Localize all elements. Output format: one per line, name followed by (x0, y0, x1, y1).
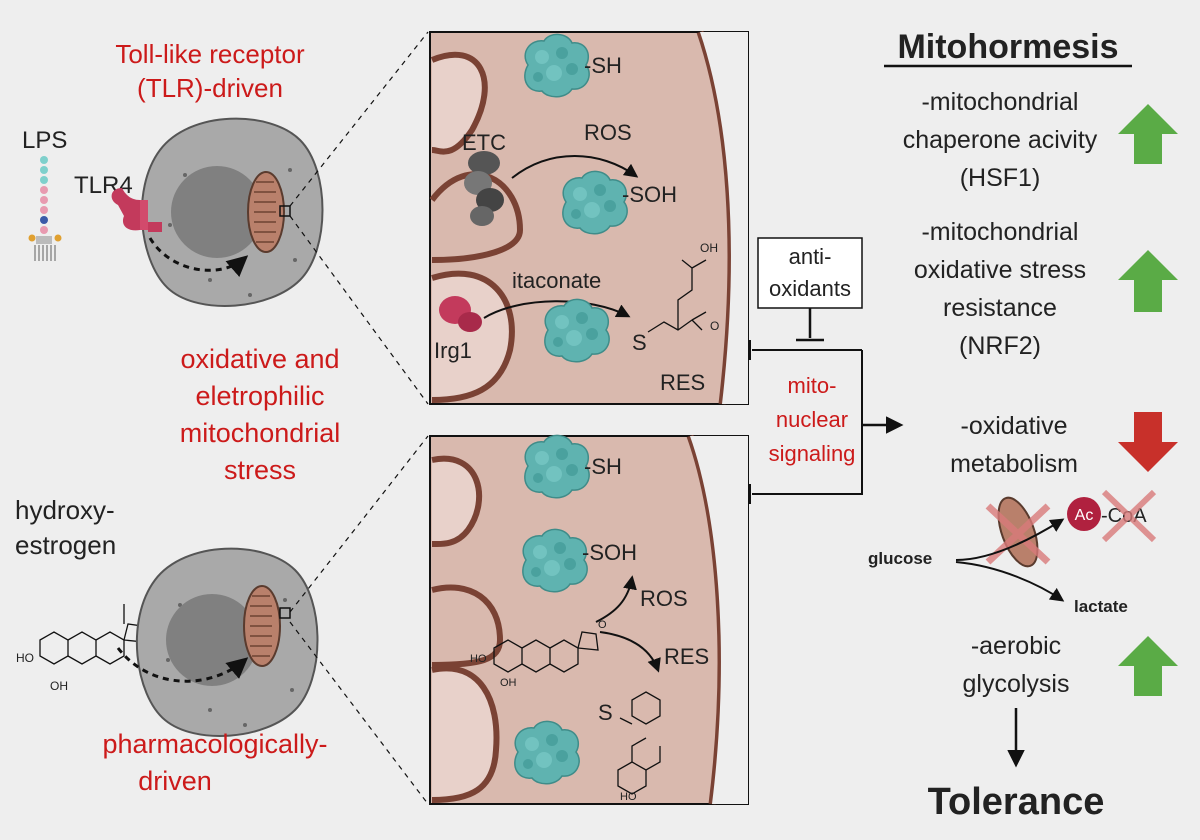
top-soh: -SOH (622, 182, 677, 207)
lps-icon (28, 156, 62, 261)
mitochondrion-icon (243, 585, 281, 667)
top-oh: OH (700, 241, 718, 255)
bottom-soh: -SOH (582, 540, 637, 565)
item2-line3: resistance (943, 294, 1057, 322)
item2-line1: -mitochondrial (921, 218, 1078, 246)
estrogen-ho: HO (16, 651, 34, 665)
itaconate-molecule-icon (647, 259, 707, 333)
item4-line2: glycolysis (963, 670, 1070, 698)
glucose-label: glucose (868, 549, 932, 568)
bottom-sh: -SH (584, 454, 622, 479)
mito-line3: signaling (769, 441, 856, 466)
tolerance-label: Tolerance (928, 781, 1105, 823)
item3-line1: -oxidative (961, 412, 1068, 440)
stress-line4: stress (224, 455, 296, 485)
bottom-ho2: HO (620, 791, 637, 803)
down-arrow-icon (1118, 412, 1178, 472)
item4-line1: -aerobic (971, 632, 1061, 660)
tlr-title-line2: (TLR)-driven (137, 73, 283, 103)
lactate-label: lactate (1074, 597, 1128, 616)
protein-icon (514, 720, 580, 785)
top-irg1: Irg1 (434, 338, 472, 363)
item2-line4: (NRF2) (959, 332, 1041, 360)
pharma-line2: driven (138, 766, 212, 796)
top-ros: ROS (584, 120, 632, 145)
bottom-ros: ROS (640, 586, 688, 611)
estrogen-molecule-icon (493, 631, 599, 673)
acetyl-circle-icon (1067, 497, 1101, 531)
stress-line1: oxidative and (180, 344, 339, 374)
cell-icon (135, 547, 319, 737)
mito-line1: mito- (788, 373, 837, 398)
stress-line3: mitochondrial (180, 418, 341, 448)
cell-icon (140, 117, 324, 307)
top-s: S (632, 330, 647, 355)
top-o: O (710, 319, 719, 333)
estrogen-oh: OH (50, 679, 68, 693)
bottom-o: O (598, 619, 607, 631)
estrogen-molecule-icon (39, 604, 149, 665)
etc-complex-icon (464, 151, 504, 226)
irg1-icon (439, 296, 482, 332)
bottom-ho: HO (470, 653, 487, 665)
item2-line2: oxidative stress (914, 256, 1086, 284)
top-itaconate: itaconate (512, 268, 601, 293)
mitohormesis-title: Mitohormesis (897, 28, 1118, 66)
mitochondrion-icon (247, 171, 285, 253)
top-sh: -SH (584, 53, 622, 78)
item1-line3: (HSF1) (960, 164, 1041, 192)
anti-line1: anti- (789, 244, 832, 269)
item1-line1: -mitochondrial (921, 88, 1078, 116)
bottom-oh: OH (500, 677, 517, 689)
item3-line2: metabolism (950, 450, 1078, 478)
pharma-line1: pharmacologically- (102, 729, 327, 759)
lps-label: LPS (22, 127, 67, 154)
antioxidants-box (757, 237, 863, 309)
protein-icon (522, 528, 588, 593)
stress-line2: eletrophilic (195, 381, 324, 411)
protein-icon (562, 170, 628, 235)
top-res: RES (660, 370, 705, 395)
protein-icon (544, 298, 610, 363)
item1-line2: chaperone acivity (903, 126, 1098, 154)
up-arrow-icon (1118, 636, 1178, 696)
bottom-s: S (598, 700, 613, 725)
protein-icon (524, 33, 590, 98)
tlr-title-line1: Toll-like receptor (115, 39, 305, 69)
anti-line2: oxidants (769, 276, 851, 301)
ac-label: Ac (1075, 507, 1094, 524)
up-arrow-icon (1118, 250, 1178, 312)
bottom-res: RES (664, 644, 709, 669)
estrogen-molecule-icon (617, 691, 661, 795)
mito-line2: nuclear (776, 407, 848, 432)
protein-icon (524, 434, 590, 499)
bottom-panel (429, 434, 749, 805)
hydroxy-line2: estrogen (15, 530, 116, 560)
up-arrow-icon (1118, 104, 1178, 164)
signaling-label-bg (764, 366, 860, 474)
hydroxy-line1: hydroxy- (15, 495, 115, 525)
tlr4-icon (111, 188, 162, 232)
top-etc: ETC (462, 130, 506, 155)
